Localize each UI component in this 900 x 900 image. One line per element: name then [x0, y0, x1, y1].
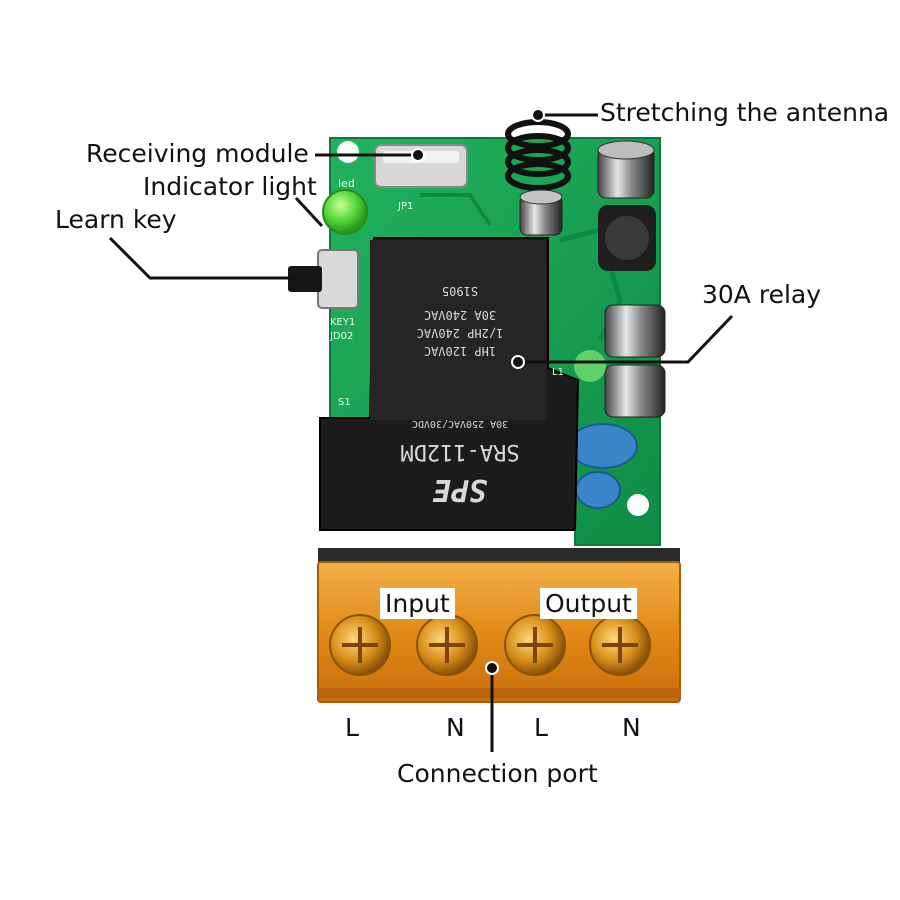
terminal-screw: [504, 614, 566, 676]
silkscreen-led: led: [338, 177, 355, 190]
pcb-trace: [420, 193, 492, 227]
terminal-screw: [589, 614, 651, 676]
relay-brand: SPE: [432, 472, 488, 507]
relay-top-face: [370, 240, 546, 420]
silkscreen-jp: JP1: [398, 201, 414, 212]
varistor: [575, 471, 621, 509]
relay-rating: 30A 240VAC: [423, 308, 497, 322]
relay-code: S1905: [441, 284, 479, 298]
silkscreen-l1: L1: [552, 367, 564, 378]
terminal-block-edge: [318, 688, 680, 698]
relay-markings: SPE SRA-112DM 30A 250VAC/30VDC 1HP 120VA…: [375, 245, 545, 515]
pcb-mount-hole: [627, 494, 649, 516]
relay-model: SRA-112DM: [400, 439, 520, 464]
learn-key-leader: [108, 236, 298, 280]
pin-label-l2: L: [534, 713, 548, 742]
indicator-light-label: Indicator light: [143, 172, 317, 201]
receiving-module-leader-dot: [411, 148, 425, 162]
leader-lines: [108, 113, 734, 752]
learn-key-button-body: [317, 249, 359, 309]
pin-label-n1: N: [446, 713, 465, 742]
silkscreen-s1: S1: [338, 397, 351, 408]
leader-dots: [411, 108, 545, 675]
relay-rating: 30A 250VAC/30VDC: [411, 418, 509, 429]
antenna-label: Stretching the antenna: [600, 98, 890, 127]
connection-port-label: Connection port: [397, 759, 598, 788]
capacitor: [597, 140, 655, 199]
inductor-top: [605, 216, 649, 260]
antenna-leader-dot: [531, 108, 545, 122]
learn-key-button-cap: [288, 266, 322, 292]
relay-leader: [518, 314, 734, 364]
capacitor: [519, 189, 563, 236]
relay-rating: 1/2HP 240VAC: [416, 326, 504, 340]
silkscreen-key: KEY1: [330, 317, 356, 328]
output-terminal-label: Output: [540, 588, 637, 619]
receiving-module-label: Receiving module: [86, 139, 309, 168]
indicator-led: [322, 189, 368, 235]
indicator-light-leader: [294, 196, 324, 228]
pcb-mount-hole: [337, 141, 359, 163]
input-terminal-label: Input: [380, 588, 455, 619]
pin-label-l1: L: [345, 713, 359, 742]
learn-key-label: Learn key: [55, 205, 177, 234]
relay-label: 30A relay: [702, 280, 822, 309]
varistor: [568, 423, 638, 469]
terminal-screw: [416, 614, 478, 676]
pin-label-n2: N: [622, 713, 641, 742]
capacitor: [604, 364, 666, 418]
connection-port-leader-dot: [485, 661, 499, 675]
relay-rating: 1HP 120VAC: [423, 344, 497, 358]
relay-leader-dot: [511, 355, 525, 369]
green-component: [574, 350, 606, 382]
capacitor: [604, 304, 666, 358]
terminal-screw: [329, 614, 391, 676]
silkscreen-jd: JD02: [330, 331, 354, 342]
